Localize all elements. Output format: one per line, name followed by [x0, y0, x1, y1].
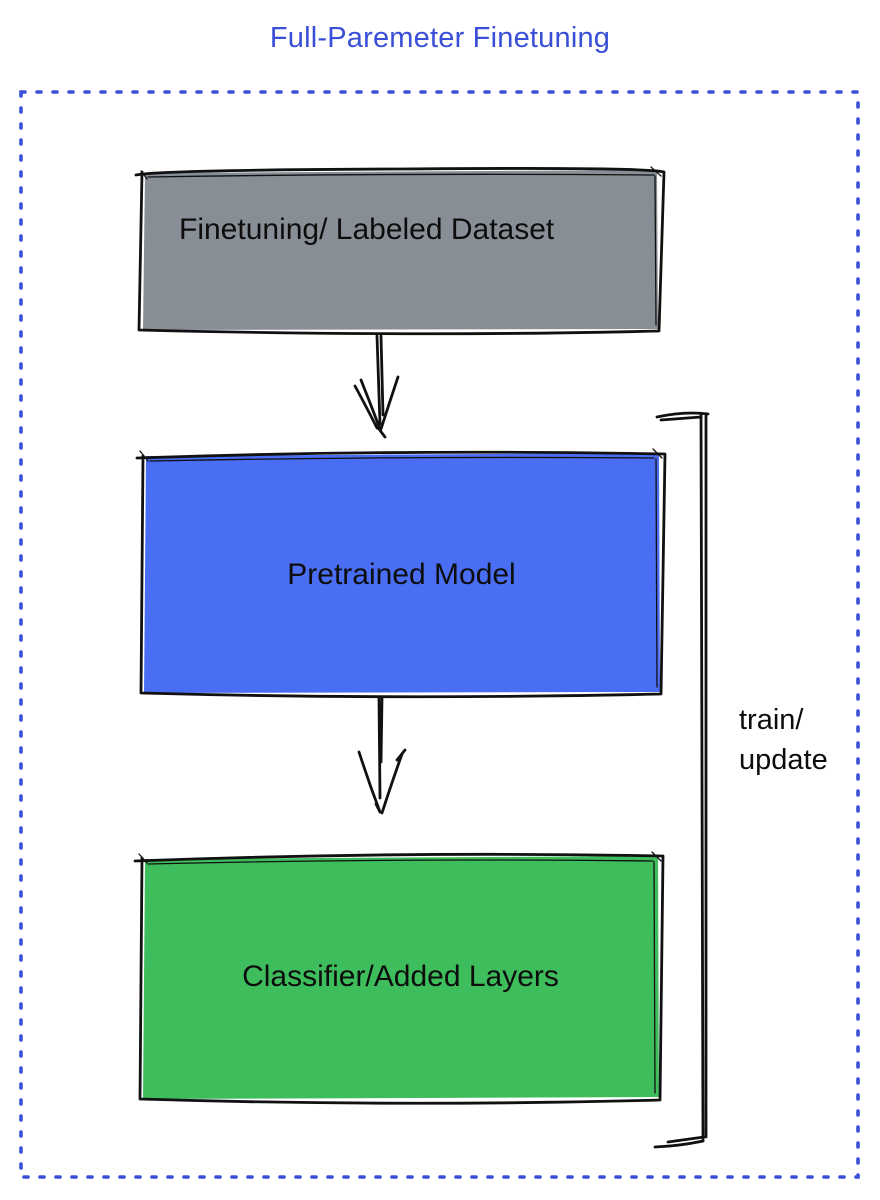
arrow-dataset-to-pretrained-icon: [353, 334, 400, 439]
classifier-box-fill: [143, 856, 659, 1099]
arrow-shaft: [375, 334, 385, 426]
pretrained-box: [135, 448, 667, 699]
bracket-vertical: [699, 412, 708, 1143]
arrow-head: [353, 375, 400, 439]
pretrained-box-fill: [144, 453, 660, 693]
arrow-head: [357, 748, 407, 815]
page-title: Full-Paremeter Finetuning: [269, 22, 611, 54]
dataset-box-sketch-line: [140, 166, 662, 326]
train-update-label: train/ update: [739, 704, 828, 776]
dataset-box-label: Finetuning/ Labeled Dataset: [179, 213, 555, 246]
dataset-box: [134, 166, 666, 336]
arrow-pretrained-to-classifier-icon: [357, 695, 407, 815]
bracket-bottom: [653, 1135, 706, 1149]
arrow-shaft: [377, 695, 384, 800]
dataset-box-outline: [134, 167, 666, 336]
outer-dotted-border: [19, 90, 860, 1179]
classifier-box-outline: [133, 852, 665, 1105]
bracket-top: [655, 411, 710, 422]
classifier-box-label: Classifier/Added Layers: [242, 960, 559, 993]
train-update-bracket: [653, 411, 710, 1149]
classifier-box: [133, 851, 665, 1105]
pretrained-box-sketch-line: [139, 448, 663, 688]
pretrained-box-outline: [135, 450, 667, 699]
pretrained-box-label: Pretrained Model: [287, 558, 516, 591]
dataset-box-fill: [143, 170, 658, 330]
classifier-box-sketch-line: [138, 851, 662, 1094]
